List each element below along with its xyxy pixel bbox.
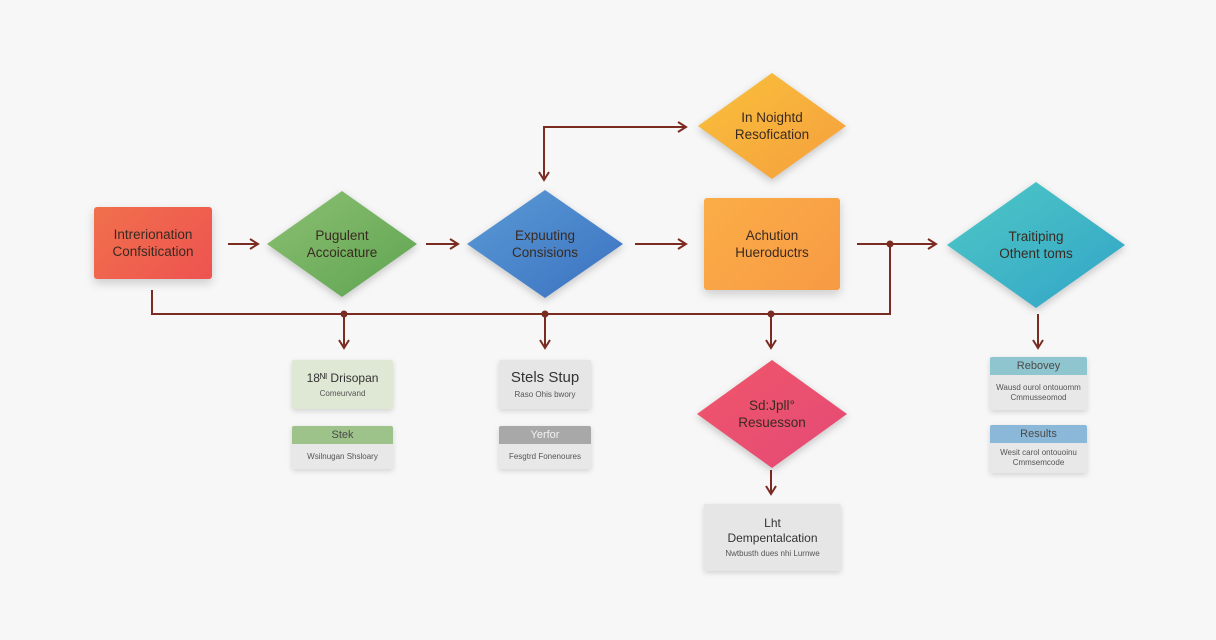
info-card-2-body: Wsilnugan Shsloary — [307, 451, 378, 461]
info-card-4[interactable]: Yerfor Fesgtrd Fonenoures — [499, 426, 591, 469]
info-card-5-body-line1: Wausd ourol ontouomm — [996, 382, 1081, 392]
info-card-1-sub: Comeurvand — [319, 388, 366, 398]
right-decision-diamond[interactable]: Traitiping Othent toms — [945, 180, 1127, 310]
action-node-line2: Hueroductrs — [735, 245, 809, 260]
right-decision-diamond-line1: Traitiping — [1008, 229, 1064, 244]
top-decision-diamond-shape — [698, 73, 846, 179]
info-card-5-body-line2: Cmmusseomod — [1010, 392, 1067, 402]
bus-junction — [886, 240, 894, 248]
start-node[interactable]: Intrerionation Confsitication — [94, 207, 212, 279]
junction-2 — [541, 310, 549, 318]
info-card-3-title: Stels Stup — [510, 369, 580, 386]
info-card-6-tab: Results — [990, 425, 1087, 443]
info-card-1[interactable]: 18ᴺᴵ Drisopan Comeurvand — [292, 360, 393, 409]
pink-decision-diamond-shape — [697, 360, 847, 468]
top-decision-diamond-line2: Resofication — [734, 127, 810, 142]
info-card-2[interactable]: Stek Wsilnugan Shsloary — [292, 426, 393, 469]
bottom-output-line1: Lht — [764, 516, 781, 530]
decision-diamond-2-line1: Expuuting — [514, 228, 576, 243]
start-node-line2: Confsitication — [112, 244, 194, 259]
action-node-line1: Achution — [745, 228, 799, 243]
right-decision-diamond-line2: Othent toms — [999, 246, 1073, 261]
junction-1 — [340, 310, 348, 318]
info-card-2-tab: Stek — [292, 426, 393, 444]
pink-decision-diamond-line2: Resuesson — [738, 415, 806, 430]
decision-diamond-1-line2: Accoicature — [306, 245, 378, 260]
info-card-5[interactable]: Rebovey Wausd ourol ontouomm Cmmusseomod — [990, 357, 1087, 410]
decision-diamond-1-shape — [267, 191, 417, 297]
info-card-6-body-line2: Cmmsemcode — [1012, 458, 1065, 467]
info-card-4-tab: Yerfor — [499, 426, 591, 444]
info-card-6-body-line1: Wesit carol ontouoinu — [1000, 448, 1077, 457]
right-decision-diamond-shape — [947, 182, 1125, 308]
bottom-output-line2: Dempentalcation — [727, 531, 818, 545]
bottom-output-sub: Nwtbusth dues nhi Lurnwe — [725, 549, 820, 558]
info-card-3-sub: Raso Ohis bwory — [514, 390, 576, 399]
start-node-line1: Intrerionation — [113, 227, 193, 242]
pink-decision-diamond[interactable]: Sd:Jpll° Resuesson — [695, 358, 849, 470]
info-card-4-body: Fesgtrd Fonenoures — [508, 451, 582, 461]
arrow-loop-to-top — [543, 121, 688, 180]
action-node[interactable]: Achution Hueroductrs — [704, 198, 840, 290]
info-card-6[interactable]: Results Wesit carol ontouoinu Cmmsemcode — [990, 425, 1087, 473]
bus-line — [151, 244, 891, 315]
pink-decision-diamond-line1: Sd:Jpll° — [749, 398, 795, 413]
info-card-1-title: 18ᴺᴵ Drisopan — [306, 370, 379, 385]
decision-diamond-1[interactable]: Pugulent Accoicature — [265, 189, 419, 299]
top-decision-diamond-line1: In Noightd — [741, 110, 803, 125]
decision-diamond-1-line1: Pugulent — [315, 228, 369, 243]
decision-diamond-2[interactable]: Expuuting Consisions — [465, 188, 625, 300]
top-decision-diamond[interactable]: In Noightd Resofication — [696, 71, 848, 181]
decision-diamond-2-shape — [467, 190, 623, 298]
info-card-3[interactable]: Stels Stup Raso Ohis bwory — [499, 360, 591, 409]
junction-3 — [767, 310, 775, 318]
info-card-5-tab: Rebovey — [990, 357, 1087, 375]
bottom-output-box[interactable]: Lht Dempentalcation Nwtbusth dues nhi Lu… — [704, 504, 841, 571]
decision-diamond-2-line2: Consisions — [511, 245, 579, 260]
